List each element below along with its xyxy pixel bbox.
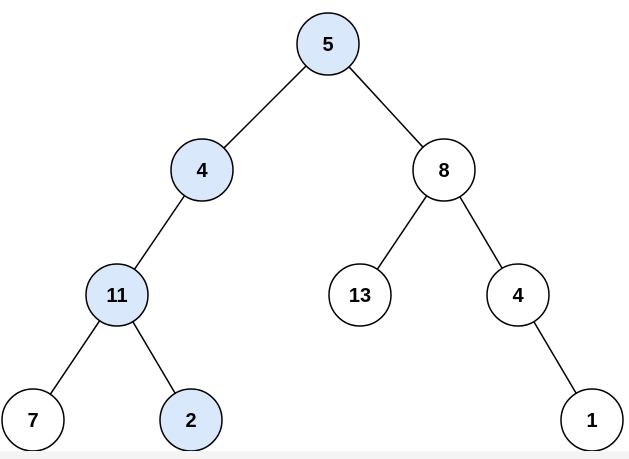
node-label: 4 xyxy=(196,160,208,182)
node-label: 11 xyxy=(106,285,127,307)
tree-node-n5: 5 xyxy=(296,12,360,76)
node-label: 5 xyxy=(322,34,333,56)
node-circle xyxy=(170,138,234,202)
tree-edges xyxy=(49,65,577,395)
tree-node-n4a: 4 xyxy=(170,138,234,202)
node-label: 7 xyxy=(27,410,38,432)
node-label: 1 xyxy=(586,410,597,432)
node-circle xyxy=(85,263,149,327)
tree-node-n1: 1 xyxy=(560,388,624,452)
node-circle xyxy=(486,263,550,327)
tree-edge-n11-n2 xyxy=(132,321,176,394)
tree-node-n11: 11 xyxy=(85,263,149,327)
tree-edge-n4a-n11 xyxy=(133,195,186,270)
bottom-strip xyxy=(0,451,629,459)
tree-edge-n11-n7 xyxy=(49,320,101,395)
tree-node-n4b: 4 xyxy=(486,263,550,327)
tree-edge-n8-n4b xyxy=(459,196,503,269)
tree-node-n2: 2 xyxy=(159,388,223,452)
tree-node-n8: 8 xyxy=(412,138,476,202)
tree-edge-n5-n4a xyxy=(223,65,307,149)
tree-edge-n8-n13 xyxy=(376,195,428,270)
tree-node-n13: 13 xyxy=(328,263,392,327)
node-circle xyxy=(296,12,360,76)
node-label: 2 xyxy=(185,410,196,432)
tree-nodes: 5 4 8 11 13 4 7 2 1 xyxy=(1,12,624,452)
tree-node-n7: 7 xyxy=(1,388,65,452)
node-label: 4 xyxy=(512,285,524,307)
node-circle xyxy=(328,263,392,327)
tree-edge-n4b-n1 xyxy=(533,321,577,394)
node-circle xyxy=(412,138,476,202)
node-label: 8 xyxy=(438,160,449,182)
tree-edge-n5-n8 xyxy=(348,66,424,148)
node-label: 13 xyxy=(349,285,371,307)
